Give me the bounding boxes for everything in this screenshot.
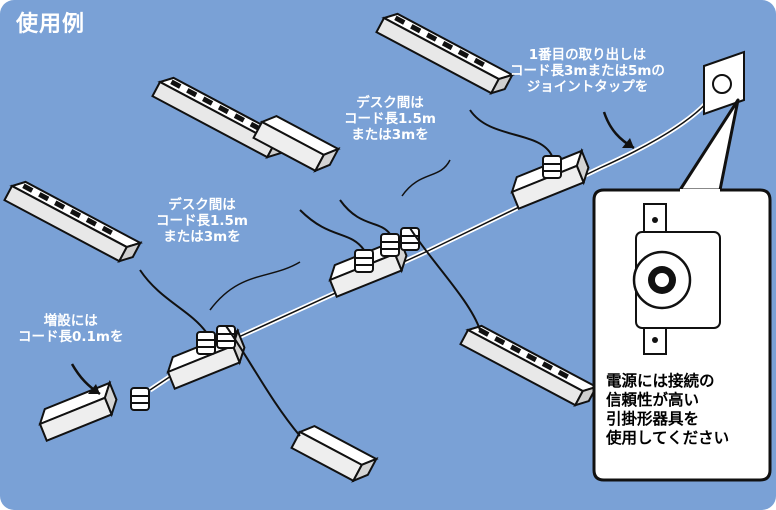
locking-receptacle <box>632 203 721 355</box>
power-strip <box>459 320 598 411</box>
small-tap <box>290 420 378 487</box>
power-strip <box>151 72 290 163</box>
extension-label: 増設には コード長0.1mを <box>18 313 124 345</box>
desk-lower-label: デスク間は コード長1.5m または3mを <box>156 197 248 245</box>
power-strip <box>3 176 142 267</box>
desk-upper-label: デスク間は コード長1.5m または3mを <box>344 95 436 143</box>
page-title: 使用例 <box>16 12 86 37</box>
small-tap <box>34 381 122 442</box>
wall-outlet <box>703 50 745 116</box>
power-strip <box>375 8 514 99</box>
small-tap <box>252 110 340 177</box>
callout-text: 電源には接続の 信頼性が高い 引掛形器具を 使用してください <box>606 372 730 447</box>
arrow-icon <box>70 111 635 396</box>
outlet-note-label: 1番目の取り出しは コード長3mまたは5mの ジョイントタップを <box>510 47 665 95</box>
